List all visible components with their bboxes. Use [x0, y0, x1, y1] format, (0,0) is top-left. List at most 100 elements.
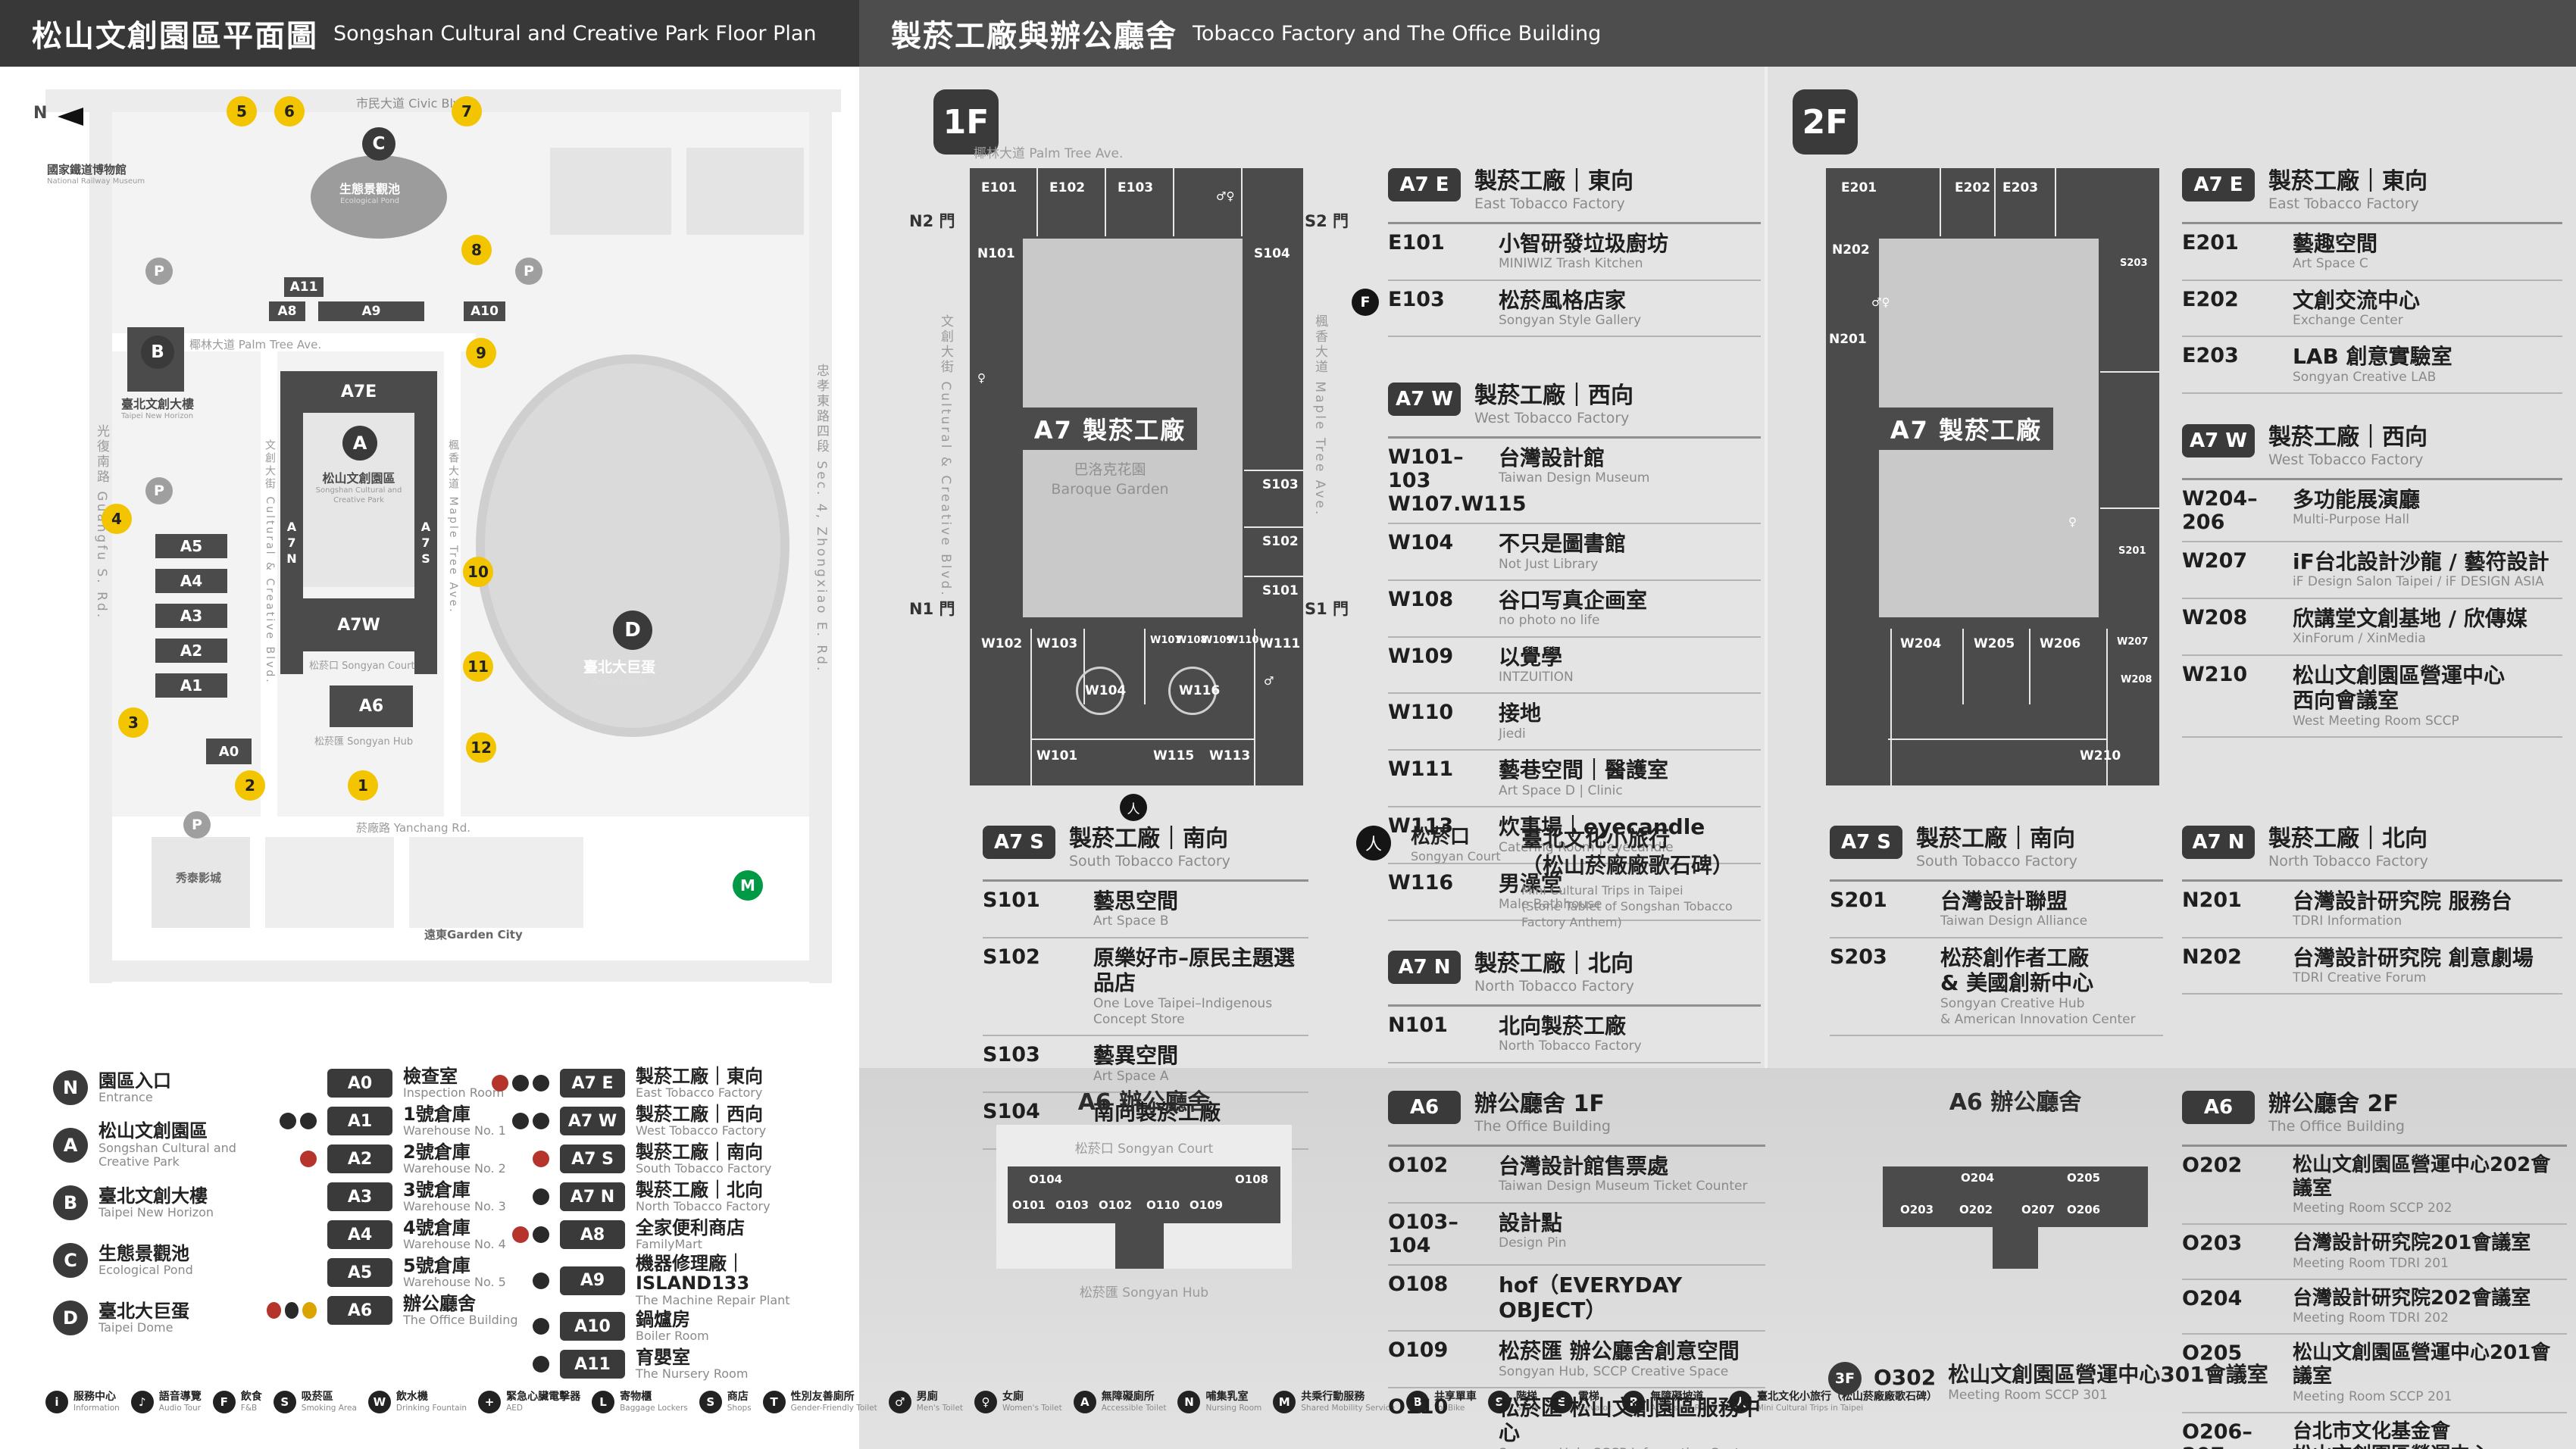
facility-item: ♂ 男廁 Men's Toilet [888, 1391, 964, 1413]
legend-place-row: C 生態景觀池 Ecological Pond [53, 1232, 303, 1289]
section-badge: A6 [2182, 1091, 2255, 1124]
legend-place-row: N 園區入口 Entrance [53, 1059, 303, 1116]
entrance-4: 4 [102, 504, 132, 534]
legend-building-badge: A7 S [560, 1145, 625, 1173]
facility-icon: ♀ [974, 1391, 998, 1413]
plan-1f: 椰林大道 Palm Tree Ave. A7 製菸工廠 巴洛克花園 Baroqu… [909, 144, 1349, 826]
section-a6-2f: A6 辦公廳舍 2F The Office Building O202 松山文創… [2182, 1091, 2567, 1449]
legend-facility-icons [266, 1302, 317, 1319]
legend-building-text: 育嬰室 The Nursery Room [636, 1346, 749, 1382]
gate-n2: N2 門 [909, 212, 955, 230]
section-title: 製菸工廠｜東向 East Tobacco Factory [1474, 168, 1633, 212]
room-label-e102: E102 [1049, 180, 1086, 195]
room-label-w104: W104 [1085, 683, 1127, 698]
wall-line [1890, 629, 1892, 785]
header-left-title-zh: 松山文創園區平面圖 [32, 19, 318, 54]
legend-building-text: 2號倉庫 Warehouse No. 2 [403, 1141, 506, 1176]
entrance-9: 9 [466, 338, 496, 368]
showtimes-block [152, 837, 250, 928]
panel-divider [1765, 67, 1768, 1068]
room-code: E203 [2182, 344, 2239, 368]
room-row: O108 hof（EVERYDAY OBJECT） [1388, 1266, 1765, 1332]
facility-label: 飲水機 Drinking Fountain [395, 1391, 467, 1413]
wall-line [1032, 739, 1254, 740]
section-2f-a7s: A7 S 製菸工廠｜南向 South Tobacco Factory S201 … [1830, 826, 2163, 1037]
room-label-w102: W102 [981, 636, 1023, 651]
legend-building-badge: A5 [327, 1258, 392, 1287]
wall-line [1940, 168, 1941, 236]
wall-line [1036, 168, 1038, 236]
room-label-w103: W103 [1036, 636, 1078, 651]
parking-icon: P [145, 258, 173, 285]
facility-label: 飲食 F&B [240, 1391, 262, 1413]
plan-2f: A7 製菸工廠 E201 E202 E203 N202 N201 S203 S2… [1818, 144, 2174, 826]
legend-place-marker: C [53, 1243, 88, 1278]
facility-icon: M [1273, 1391, 1296, 1413]
legend-facility-icons [267, 1113, 317, 1129]
bathhouse-arc [1168, 667, 1217, 715]
legend-place-marker: D [53, 1301, 88, 1335]
label-showtimes: 秀泰影城 [176, 871, 222, 885]
city-block-3 [265, 837, 394, 928]
facility-icon: S [273, 1391, 296, 1413]
mrt-icon: M [733, 870, 763, 901]
building-a1: A1 [155, 673, 227, 698]
room-code: O203 [2182, 1232, 2243, 1256]
label-songyan-hub-map: 松菸匯 Songyan Hub [314, 736, 414, 748]
legend-building-badge: A4 [327, 1220, 392, 1249]
wall-line [2106, 629, 2108, 785]
room-code: S104 [983, 1100, 1040, 1124]
section-title: 辦公廳舍 1F The Office Building [1474, 1091, 1611, 1135]
room-label-w208: W208 [2121, 674, 2152, 685]
songyan-court-item: 臺北文化小旅行 （松山菸廠廠歌石碑） Mini Cultural Trips i… [1521, 826, 1734, 929]
facility-label: 男廁 Men's Toilet [916, 1391, 964, 1413]
section-2f-a7n: A7 N 製菸工廠｜北向 North Tobacco Factory N201 … [2182, 826, 2562, 995]
room-code: W108 [1388, 587, 1454, 611]
section-header: A7 N 製菸工廠｜北向 North Tobacco Factory [2182, 826, 2562, 882]
facility-label: 共享單車 YouBike [1433, 1391, 1477, 1413]
legend-building-badge: A10 [560, 1312, 625, 1341]
gate-s2: S2 門 [1305, 212, 1349, 230]
room-code: W113 [1388, 814, 1454, 838]
legend-building-badge: A7 N [560, 1182, 625, 1211]
entrance-6: 6 [274, 96, 305, 126]
legend-place-marker: A [53, 1128, 88, 1163]
room-code: N201 [2182, 888, 2242, 912]
a6-building-1f [1008, 1166, 1280, 1223]
legend-building-badge: A11 [560, 1350, 625, 1379]
room-label-o109: O109 [1190, 1198, 1224, 1212]
a6-building-2f-bottom [1883, 1198, 2148, 1227]
section-1f-a7n: A7 N 製菸工廠｜北向 North Tobacco Factory N101 … [1388, 951, 1761, 1063]
label-yanchang-rd: 菸廠路 Yanchang Rd. [356, 821, 471, 835]
label-songyan-hub-a6: 松菸匯 Songyan Hub [1079, 1285, 1209, 1301]
marker-c: C [362, 127, 395, 161]
legend-places: N 園區入口 Entrance A 松山文創園區 Songshan Cultur… [53, 1059, 303, 1347]
plan-a6-1f: A6 辦公廳舍 松菸口 Songyan Court O104 O108 O101… [970, 1083, 1318, 1333]
facility-item: S 商店 Shops [699, 1391, 752, 1413]
room-row: O206–207 台北市文化基金會松山文創園區營運中心Taipei Cultur… [2182, 1413, 2567, 1449]
legend-place-marker: B [53, 1185, 88, 1220]
room-code: E202 [2182, 287, 2239, 311]
section-title: 製菸工廠｜北向 North Tobacco Factory [2268, 826, 2428, 870]
facility-item: S 吸菸區 Smoking Area [273, 1391, 357, 1413]
room-code: E201 [2182, 230, 2239, 255]
legend-facility-icons [489, 1151, 549, 1167]
header-left: 松山文創園區平面圖 Songshan Cultural and Creative… [0, 0, 859, 67]
room-code: O110 [1388, 1394, 1449, 1419]
room-label-s104: S104 [1254, 246, 1290, 261]
gate-s1: S1 門 [1305, 600, 1349, 618]
wall-line [1105, 168, 1106, 236]
label-maple-ave-map: 楓香大道 Maple Tree Ave. [447, 439, 459, 614]
